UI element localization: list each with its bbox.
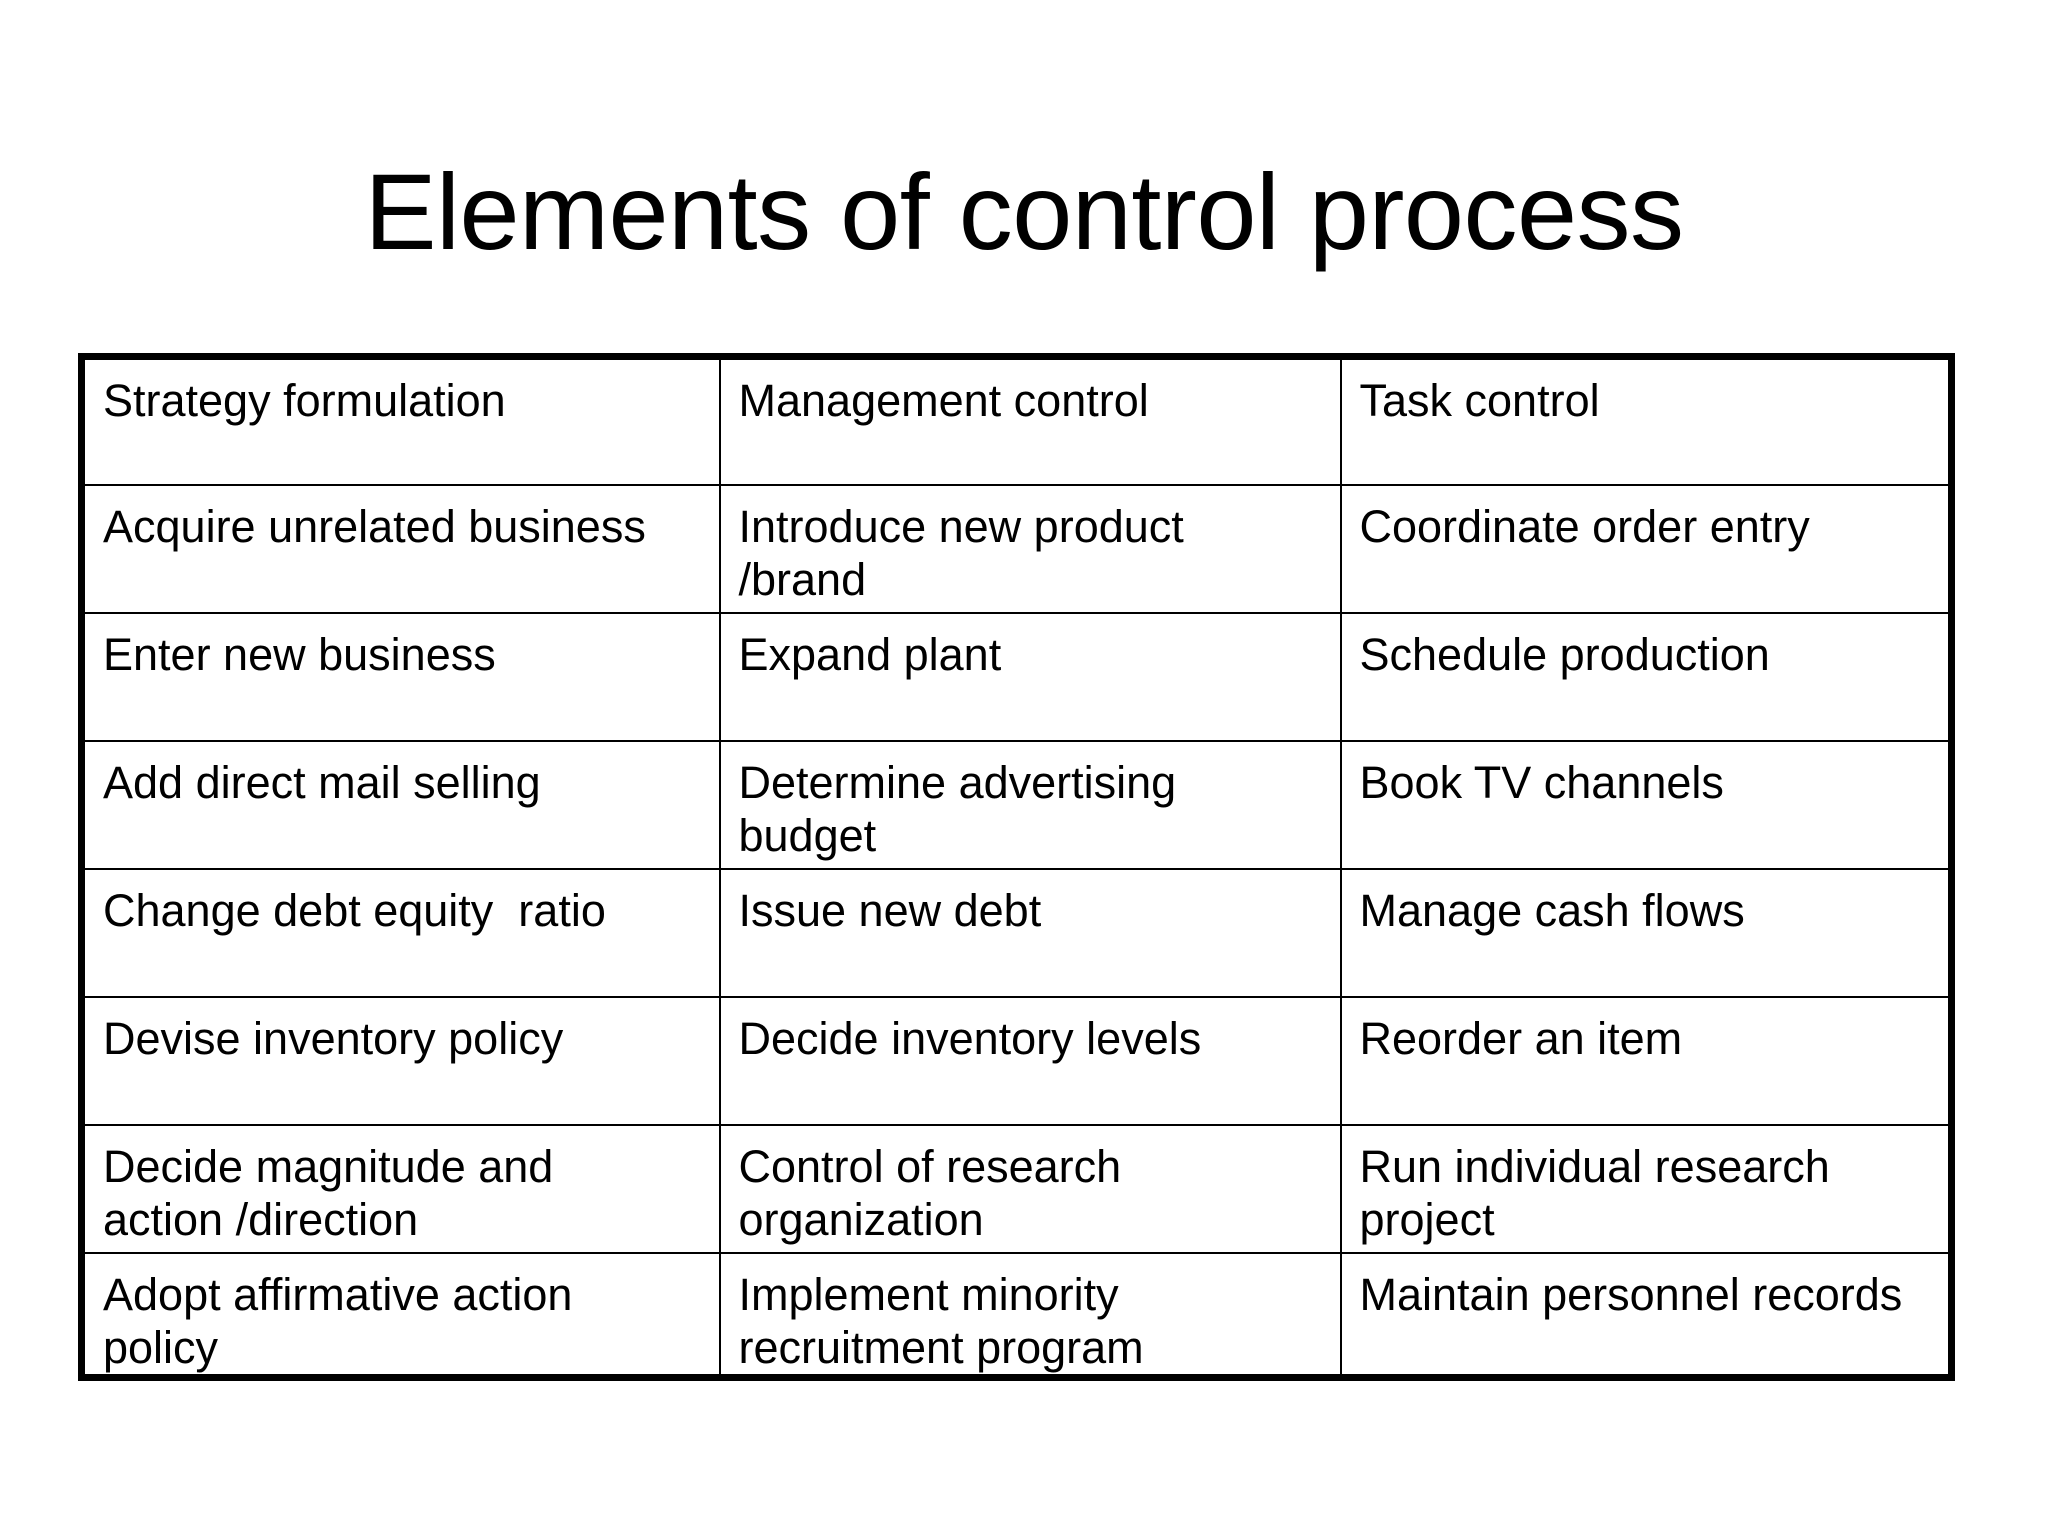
table-row: Acquire unrelated business Introduce new…	[80, 483, 1953, 614]
cell-text: budget	[738, 809, 877, 861]
cell-text: Decide magnitude and	[103, 1140, 554, 1192]
table-cell-management: Decide inventory levels	[718, 995, 1342, 1126]
column-header-management-control: Management control	[718, 355, 1342, 486]
cell-text: Issue new debt	[738, 884, 1042, 936]
cell-text: Schedule production	[1359, 628, 1770, 680]
table-cell-strategy: Enter new business	[80, 611, 721, 742]
cell-text: organization	[738, 1193, 984, 1245]
table-row: Change debt equity ratio Issue new debt …	[80, 867, 1953, 998]
table-cell-management: Control of research organization	[718, 1123, 1342, 1254]
table-cell-strategy: Add direct mail selling	[80, 739, 721, 870]
cell-text: Run individual research	[1359, 1140, 1830, 1192]
table-cell-task: Maintain personnel records	[1339, 1251, 1953, 1379]
cell-text: project	[1359, 1193, 1495, 1245]
table-cell-strategy: Devise inventory policy	[80, 995, 721, 1126]
cell-text: Acquire unrelated business	[103, 500, 646, 552]
cell-text: /brand	[738, 553, 867, 605]
cell-text: Task control	[1359, 375, 1600, 426]
table-row: Devise inventory policy Decide inventory…	[80, 995, 1953, 1126]
table-row: Decide magnitude and action /direction C…	[80, 1123, 1953, 1254]
table-cell-task: Coordinate order entry	[1339, 483, 1953, 614]
table-cell-task: Run individual research project	[1339, 1123, 1953, 1254]
cell-text: Maintain personnel records	[1359, 1268, 1903, 1320]
table-cell-strategy: Change debt equity ratio	[80, 867, 721, 998]
table-cell-management: Introduce new product /brand	[718, 483, 1342, 614]
table-header-row: Strategy formulation Management control …	[80, 355, 1953, 486]
column-header-strategy-formulation: Strategy formulation	[80, 355, 721, 486]
cell-text: Introduce new product	[738, 500, 1184, 552]
cell-text: Management control	[738, 375, 1149, 426]
cell-text: Strategy formulation	[103, 375, 506, 426]
table-cell-task: Manage cash flows	[1339, 867, 1953, 998]
table-cell-strategy: Decide magnitude and action /direction	[80, 1123, 721, 1254]
table-cell-task: Schedule production	[1339, 611, 1953, 742]
table-cell-management: Expand plant	[718, 611, 1342, 742]
page-title: Elements of control process	[364, 151, 1684, 273]
cell-text: Book TV channels	[1359, 756, 1724, 808]
cell-text: Expand plant	[738, 628, 1002, 680]
table-cell-strategy: Adopt affirmative action policy	[80, 1251, 721, 1379]
cell-text: Enter new business	[103, 628, 496, 680]
cell-text: Determine advertising	[738, 756, 1177, 808]
table-cell-task: Book TV channels	[1339, 739, 1953, 870]
cell-text: Manage cash flows	[1359, 884, 1745, 936]
table-row: Adopt affirmative action policy Implemen…	[80, 1251, 1953, 1379]
cell-text: Control of research	[738, 1140, 1122, 1192]
table-cell-task: Reorder an item	[1339, 995, 1953, 1126]
cell-text: Coordinate order entry	[1359, 500, 1810, 552]
table-row: Add direct mail selling Determine advert…	[80, 739, 1953, 870]
table-cell-management: Determine advertising budget	[718, 739, 1342, 870]
table-body: Strategy formulation Management control …	[80, 355, 1953, 1379]
cell-text: policy	[103, 1321, 219, 1373]
cell-text: Reorder an item	[1359, 1012, 1683, 1064]
control-process-table-wrapper: Strategy formulation Management control …	[78, 353, 1955, 1381]
cell-text: Decide inventory levels	[738, 1012, 1202, 1064]
cell-text: Adopt affirmative action	[103, 1268, 573, 1320]
table-row: Enter new business Expand plant Schedule…	[80, 611, 1953, 742]
table-cell-strategy: Acquire unrelated business	[80, 483, 721, 614]
table-cell-management: Issue new debt	[718, 867, 1342, 998]
column-header-task-control: Task control	[1339, 355, 1953, 486]
cell-text: Add direct mail selling	[103, 756, 541, 808]
cell-text: Change debt equity ratio	[103, 884, 606, 936]
cell-text: Implement minority	[738, 1268, 1119, 1320]
cell-text: recruitment program	[738, 1321, 1144, 1373]
table-cell-management: Implement minority recruitment program	[718, 1251, 1342, 1379]
cell-text: Devise inventory policy	[103, 1012, 564, 1064]
cell-text: action /direction	[103, 1193, 419, 1245]
control-process-table: Strategy formulation Management control …	[78, 353, 1955, 1381]
